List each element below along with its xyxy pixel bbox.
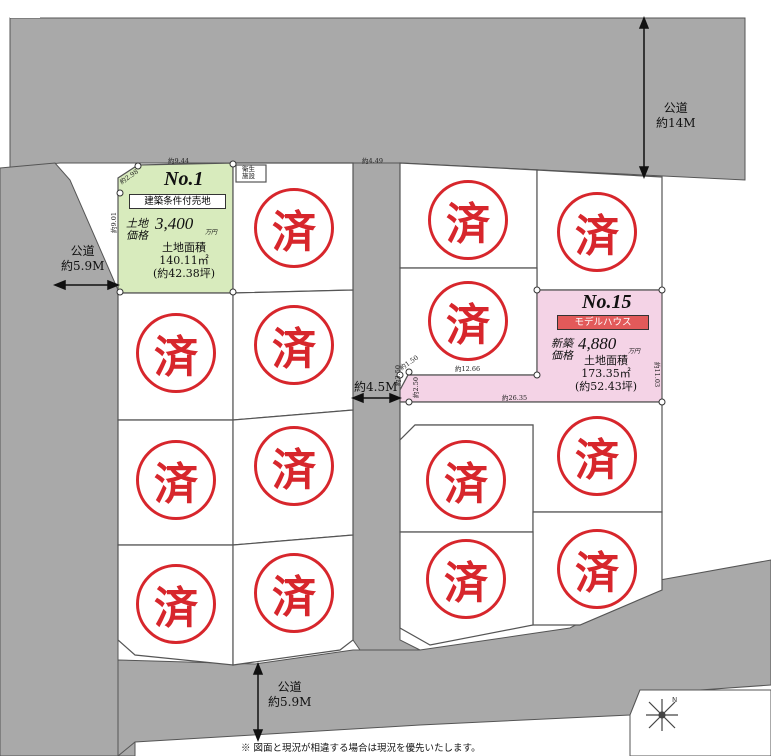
- dimension-label: 約26.35: [502, 394, 528, 402]
- lot-1-area-label: 土地面積: [162, 241, 206, 254]
- lot-1-tag: 建築条件付売地: [129, 194, 226, 209]
- internal-road-width: 約4.5M: [354, 380, 398, 394]
- sanitation-facility: [235, 164, 267, 183]
- arrow-head: [350, 392, 364, 404]
- compass-rose-icon: N: [646, 696, 678, 731]
- survey-point: [533, 371, 541, 379]
- road-width-arrows: [52, 15, 650, 743]
- dimension-label: 約4.49: [362, 157, 383, 165]
- south-road-width: 約5.9M: [268, 695, 312, 709]
- lot-15-price-block: 新築 価格: [551, 338, 573, 362]
- top-notch: [10, 0, 40, 18]
- south-road-label: 公道 約5.9M: [268, 680, 311, 710]
- lot-1-number: No.1: [164, 168, 204, 190]
- lot-1-area-m2: 140.11㎡: [159, 254, 209, 267]
- dimension-label: 約3.50: [394, 365, 402, 386]
- lot-15-area-block: 土地面積 173.35㎡ (約52.43坪): [570, 354, 642, 393]
- arrow-head: [107, 279, 121, 291]
- lot-1-price-block: 土地 価格: [126, 218, 148, 242]
- sold-marker: 済: [426, 539, 506, 619]
- sold-marker: 済: [254, 553, 334, 633]
- lot-1-price-label-2: 価格: [126, 229, 148, 242]
- dimension-label: 約9.01: [110, 212, 118, 233]
- dimension-label: 約9.44: [168, 157, 189, 165]
- survey-point: [658, 286, 666, 294]
- arrow-head: [638, 15, 650, 29]
- survey-point: [229, 288, 237, 296]
- arrow-head: [638, 166, 650, 180]
- lot-1-area-block: 土地面積 140.11㎡ (約42.38坪): [149, 241, 219, 280]
- southeast-area: [629, 689, 771, 756]
- sold-marker: 済: [254, 305, 334, 385]
- sold-marker: 済: [426, 440, 506, 520]
- svg-text:N: N: [672, 696, 677, 704]
- lot-1-price-unit: 万円: [205, 229, 218, 236]
- dimension-label: 約2.50: [412, 377, 420, 398]
- sold-marker: 済: [136, 313, 216, 393]
- survey-point: [405, 398, 413, 406]
- sanitation-facility-label: 衛生 施設: [242, 165, 255, 180]
- sold-marker: 済: [254, 426, 334, 506]
- north-road-width: 約14M: [656, 116, 696, 130]
- sold-marker: 済: [136, 440, 216, 520]
- lot-15-area-tsubo: (約52.43坪): [574, 380, 638, 393]
- west-road-name: 公道: [70, 244, 95, 258]
- sold-marker: 済: [557, 416, 637, 496]
- lot-1-price: 3,400: [155, 214, 194, 233]
- north-road-name: 公道: [663, 101, 688, 115]
- survey-point: [116, 189, 124, 197]
- survey-point: [229, 160, 237, 168]
- lot-15-number: No.15: [582, 291, 632, 313]
- sold-marker: 済: [428, 281, 508, 361]
- survey-point: [396, 371, 404, 379]
- arrow-head: [389, 392, 403, 404]
- north-road-label: 公道 約14M: [656, 101, 696, 131]
- lot-1-price-label-1: 土地: [126, 217, 148, 230]
- lot-15-area-label: 土地面積: [584, 354, 628, 367]
- survey-point: [658, 398, 666, 406]
- survey-points: [116, 160, 666, 406]
- arrow-head: [52, 279, 66, 291]
- lot-15-tag: モデルハウス: [557, 315, 649, 330]
- west-road-width: 約5.9M: [61, 259, 105, 273]
- dimension-label: 約12.66: [455, 365, 481, 373]
- south-road-name: 公道: [277, 680, 302, 694]
- survey-point: [116, 288, 124, 296]
- survey-point: [134, 162, 142, 170]
- arrow-head: [252, 729, 264, 743]
- survey-point: [405, 368, 413, 376]
- sold-marker: 済: [428, 180, 508, 260]
- lot-15-price-unit: 万円: [628, 348, 641, 355]
- sold-marker: 済: [136, 564, 216, 644]
- lot-15-price-label-2: 価格: [551, 349, 573, 362]
- lot-15-price: 4,880: [578, 334, 617, 353]
- dimension-label: 約11.03: [653, 362, 661, 388]
- survey-point: [533, 286, 541, 294]
- lot-1-area-tsubo: (約42.38坪): [152, 267, 216, 280]
- lot-15-area-m2: 173.35㎡: [581, 367, 631, 380]
- footer-note: ※ 図面と現況が相違する場合は現況を優先いたします。: [241, 743, 481, 754]
- lot-15-price-label-1: 新築: [551, 337, 573, 350]
- road-network: [0, 17, 771, 756]
- sold-marker: 済: [557, 529, 637, 609]
- west-road-label: 公道 約5.9M: [61, 244, 104, 274]
- sold-marker: 済: [254, 188, 334, 268]
- arrow-head: [252, 661, 264, 675]
- sold-marker: 済: [557, 192, 637, 272]
